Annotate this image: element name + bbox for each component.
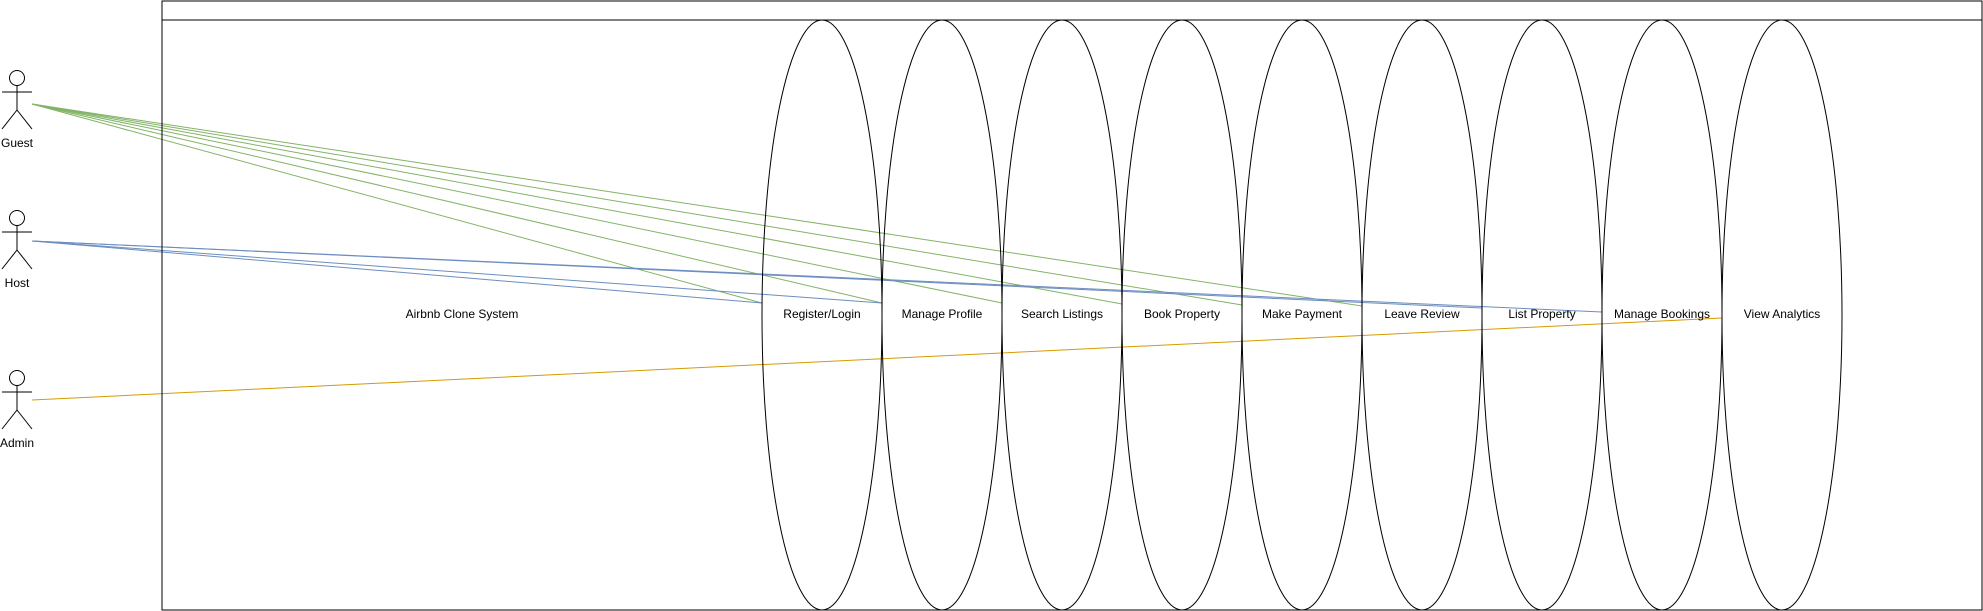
actor-label: Guest [1, 136, 34, 150]
association-host-manage-profile [31, 240, 883, 304]
use-case-search-listings[interactable]: Search Listings [1001, 19, 1123, 611]
use-case-leave-review[interactable]: Leave Review [1361, 19, 1483, 611]
association-lines [31, 103, 1723, 401]
association-host-register-login [31, 240, 763, 304]
use-cases: Register/Login Manage Profile Search Lis… [761, 19, 1843, 611]
association-admin-view-analytics [31, 317, 1723, 401]
use-case-label: List Property [1508, 307, 1575, 321]
actors: Guest Host Admin [0, 70, 34, 451]
use-case-list-property[interactable]: List Property [1481, 19, 1603, 611]
use-case-manage-bookings[interactable]: Manage Bookings [1601, 19, 1723, 611]
association-guest-leave-review [31, 103, 1363, 307]
association-host-manage-bookings [31, 240, 1603, 313]
stick-figure-icon[interactable] [1, 370, 33, 430]
use-case-label: Manage Profile [902, 307, 983, 321]
use-case-label: Manage Bookings [1614, 307, 1710, 321]
actor-host[interactable]: Host [1, 210, 33, 291]
use-case-label: View Analytics [1744, 307, 1820, 321]
use-case-register-login[interactable]: Register/Login [761, 19, 883, 611]
use-case-make-payment[interactable]: Make Payment [1241, 19, 1363, 611]
use-case-book-property[interactable]: Book Property [1121, 19, 1243, 611]
stick-figure-icon[interactable] [1, 210, 33, 270]
association-guest-register-login [31, 103, 763, 304]
stick-figure-icon[interactable] [1, 70, 33, 130]
actor-guest[interactable]: Guest [1, 70, 34, 151]
use-case-manage-profile[interactable]: Manage Profile [881, 19, 1003, 611]
use-case-label: Book Property [1144, 307, 1220, 321]
actor-admin[interactable]: Admin [0, 370, 34, 451]
use-case-label: Search Listings [1021, 307, 1103, 321]
system-boundary-frame [161, 0, 1983, 611]
use-case-label: Make Payment [1262, 307, 1343, 321]
use-case-label: Leave Review [1384, 307, 1460, 321]
actor-label: Host [5, 276, 30, 290]
association-guest-make-payment [31, 103, 1243, 306]
association-guest-book-property [31, 103, 1123, 305]
system-title: Airbnb Clone System [406, 307, 519, 321]
use-case-label: Register/Login [783, 307, 860, 321]
use-case-ellipse[interactable] [1721, 19, 1843, 611]
use-case-view-analytics[interactable]: View Analytics [1721, 19, 1843, 611]
association-guest-search-listings [31, 103, 1003, 304]
association-guest-manage-profile [31, 103, 883, 304]
system-boundary: Airbnb Clone System [161, 0, 1983, 611]
actor-label: Admin [0, 436, 34, 450]
